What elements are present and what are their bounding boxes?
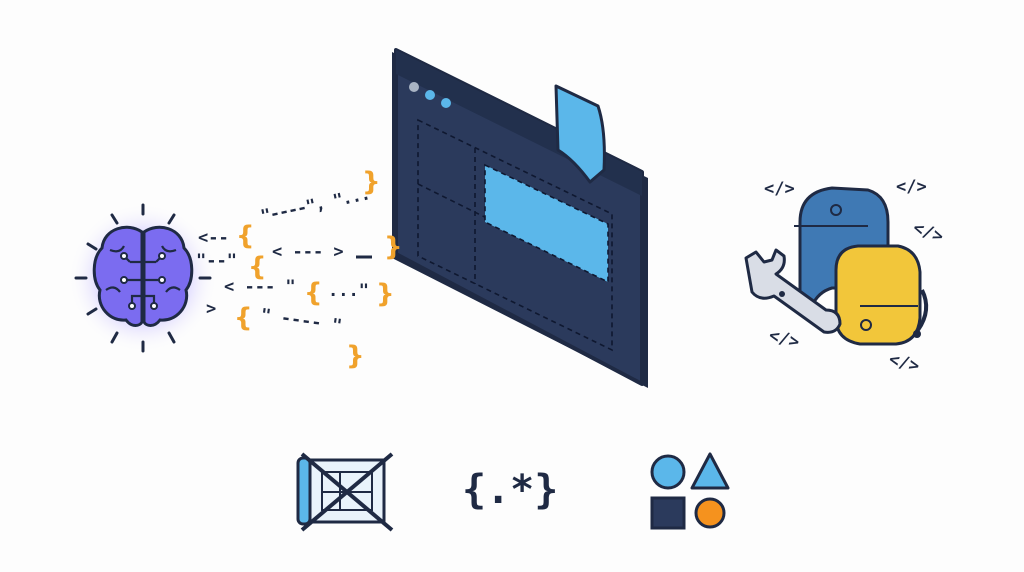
code-tag-icon: </> — [896, 177, 927, 197]
snippet-line-4: " ---- " — [259, 305, 343, 336]
regex-icon: {.*} — [462, 467, 558, 513]
brace-close: } — [362, 167, 381, 197]
snippet-line-3b: ..." — [328, 281, 369, 301]
snippet-arrow-left: <-- — [198, 228, 229, 248]
window-dot — [425, 90, 435, 100]
snippet-line-1: "----", "... — [259, 184, 372, 227]
no-blueprint-icon — [296, 452, 394, 532]
browser-window-icon — [392, 48, 648, 388]
brace-open: { — [234, 303, 253, 333]
brace-open: { — [304, 278, 323, 308]
code-tag-icon: </> — [910, 218, 946, 247]
brace-close: } — [384, 232, 403, 262]
brace-open: { — [248, 252, 267, 282]
snippet-line-2c: < --- > — [272, 242, 344, 262]
window-dot — [441, 98, 451, 108]
brace-close: } — [346, 341, 365, 371]
code-tag-icon: </> — [767, 326, 802, 353]
page-curl-icon — [554, 84, 606, 184]
window-dot — [409, 82, 419, 92]
shapes-icon — [650, 452, 730, 530]
snippet-arrow-right: > — [206, 299, 216, 319]
snippet-line-3: < --- " — [224, 277, 296, 297]
code-tag-icon: </> — [764, 179, 795, 199]
content-block — [484, 163, 609, 284]
brain-icon — [68, 203, 218, 353]
brace-open: { — [236, 221, 255, 251]
python-logo-icon — [794, 186, 929, 346]
code-snippets: } "----", "... <-- { "--" { < --- > } < … — [196, 167, 403, 371]
wrench-icon — [744, 248, 842, 334]
snippet-line-2: "--" — [196, 251, 237, 271]
code-tag-icon: </> — [887, 350, 922, 377]
brace-close: } — [376, 279, 395, 309]
